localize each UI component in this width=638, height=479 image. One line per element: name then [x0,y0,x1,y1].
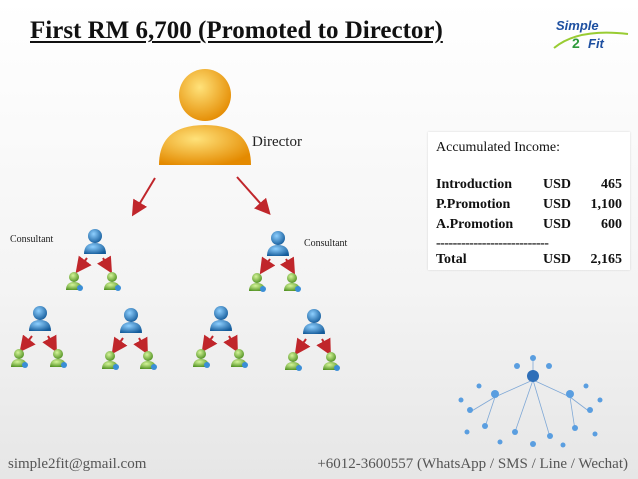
income-row-currency: USD [543,197,572,212]
member-icon [11,349,28,368]
footer-phone: +6012-3600557 (WhatsApp / SMS / Line / W… [317,456,628,472]
income-total-name: Total [436,252,467,267]
simple2fit-logo: Simple 2 Fit [553,18,629,51]
income-row-name: A.Promotion [436,217,514,232]
income-row-currency: USD [543,217,572,232]
income-divider: --------------------------- [436,236,549,251]
income-row: Introduction USD 465 [436,177,626,195]
member-icon [249,273,266,292]
logo-text-fit: Fit [588,36,605,51]
income-row-amount: 1,100 [590,197,623,212]
consultant-icon [120,308,142,333]
footer-email: simple2fit@gmail.com [8,456,147,472]
member-icon [66,272,83,291]
member-icon [193,349,210,368]
income-row-name: Introduction [436,177,512,192]
income-total-amount: 2,165 [590,252,623,267]
director-icon [159,69,251,165]
income-row: P.Promotion USD 1,100 [436,197,626,215]
member-icon [323,352,340,371]
income-box: Accumulated Income: Introduction USD 465… [428,132,630,270]
consultant-icon [210,306,232,331]
member-icon [285,352,302,371]
consultant-icon [303,309,325,334]
arrow-director-right [236,176,271,215]
income-row-amount: 600 [601,217,622,232]
director-label: Director [252,134,302,150]
slide-title: First RM 6,700 (Promoted to Director) [30,17,443,44]
member-icon [50,349,67,368]
logo-text-simple: Simple [556,18,599,33]
member-icon [102,351,119,370]
income-total-row: Total USD 2,165 [436,252,626,270]
member-icon [231,349,248,368]
income-row-amount: 465 [601,177,622,192]
consultant-label-right: Consultant [304,238,348,249]
income-heading: Accumulated Income: [436,140,561,155]
logo-text-2: 2 [572,35,580,51]
consultant-icon-left [84,229,106,254]
income-row: A.Promotion USD 600 [436,217,626,235]
income-row-name: P.Promotion [436,197,511,212]
consultant-label-left: Consultant [10,234,54,245]
income-row-currency: USD [543,177,572,192]
income-total-currency: USD [543,252,572,267]
network-graphic [458,355,603,448]
consultant-icon-right [267,231,289,256]
consultant-icon [29,306,51,331]
member-icon [104,272,121,291]
member-icon [140,351,157,370]
arrow-director-left [131,177,156,217]
member-icon [284,273,301,292]
